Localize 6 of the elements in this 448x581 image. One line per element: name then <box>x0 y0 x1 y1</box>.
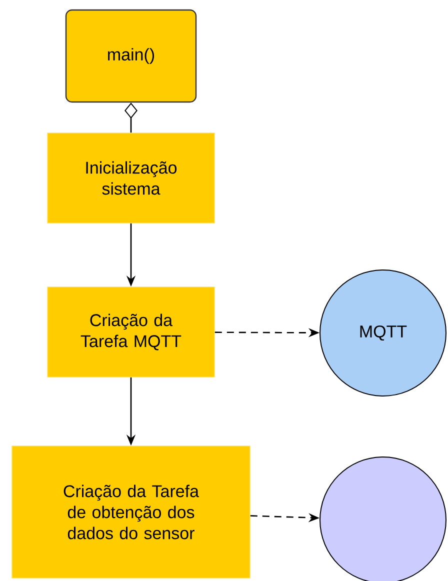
process-box: main() <box>65 9 197 103</box>
process-circle <box>320 456 446 581</box>
process-box: Criação da Tarefa de obtenção dos dados do sensor <box>12 446 250 578</box>
connector <box>124 102 138 133</box>
process-box: Criação da Tarefa MQTT <box>47 286 215 378</box>
process-box: Inicialização sistema <box>47 132 215 224</box>
